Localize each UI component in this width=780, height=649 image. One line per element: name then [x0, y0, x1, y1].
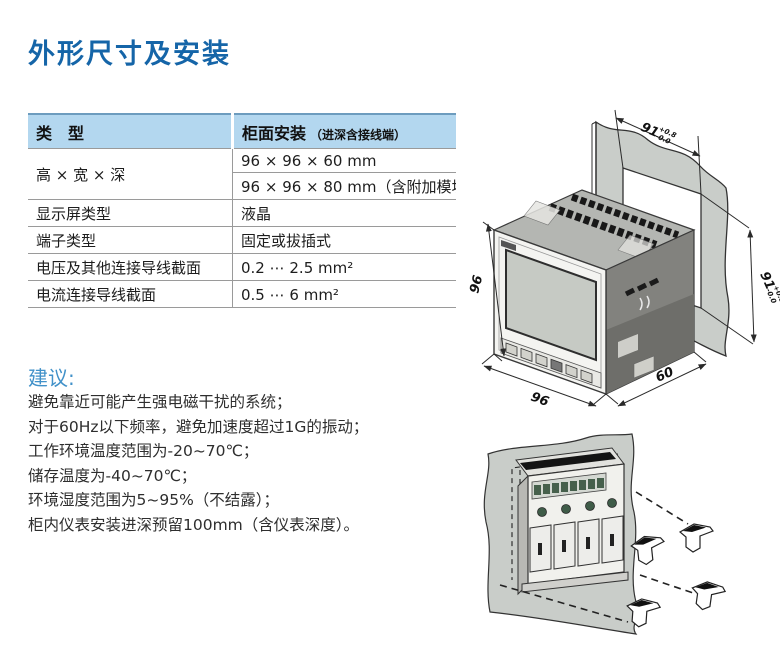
suggestion-item: 对于60Hz以下频率，避免加速度超过1G的振动； [28, 417, 369, 436]
spec-table-header-row: 类 型 柜面安装（进深含接线端） [28, 113, 456, 149]
side-vent [648, 277, 660, 287]
spec-table: 类 型 柜面安装（进深含接线端） 高 × 宽 × 深 96 × 96 × 60 … [28, 113, 456, 308]
spec-header-mount: 柜面安装（进深含接线端） [231, 113, 456, 149]
module-slots [538, 534, 614, 555]
terminal-cover-black [520, 452, 616, 470]
dimension-height: 96 [468, 221, 507, 362]
spec-header-type-label: 类 型 [36, 124, 85, 143]
mount-clip-tab [523, 200, 561, 226]
suggestion-item: 柜内仪表安装进深预留100mm（含仪表深度）。 [28, 515, 360, 534]
suggestions-list: 避免靠近可能产生强电磁干扰的系统； 对于60Hz以下频率，避免加速度超过1G的振… [28, 390, 458, 538]
mounting-clip [679, 523, 714, 553]
side-vent [636, 282, 648, 292]
dim-depth-label: 60 [654, 365, 677, 386]
table-row: 高 × 宽 × 深 96 × 96 × 60 mm [28, 148, 456, 200]
suggestion-item: 避免靠近可能产生强电磁干扰的系统； [28, 393, 292, 411]
dim-height-label: 96 [468, 274, 486, 295]
terminal-strip [570, 193, 680, 239]
panel-edge [591, 121, 597, 125]
meter-rear-side [517, 474, 529, 596]
clip-mounting-diagram [483, 433, 727, 635]
table-row: 显示屏类型 液晶 [28, 199, 456, 227]
suggestion-item: 环境湿度范围为5~95%（不结露）； [28, 491, 280, 510]
spec-label-dimensions: 高 × 宽 × 深 [28, 148, 233, 200]
spec-label-terminal: 端子类型 [28, 226, 233, 254]
table-row: 电流连接导线截面 0.5 ⋯ 6 mm² [28, 280, 456, 308]
dim-cutout-label: 91 [638, 120, 661, 141]
side-label [618, 334, 638, 358]
spec-value-voltage-wire: 0.2 ⋯ 2.5 mm² [232, 253, 456, 281]
spec-value-terminal: 固定或拔插式 [232, 226, 456, 254]
page-title: 外形尺寸及安装 [28, 39, 231, 70]
panel-mount-diagram: 96 96 60 91 +0.8 [468, 109, 780, 410]
dim-width-label: 96 [529, 390, 551, 410]
spec-label-display: 显示屏类型 [28, 199, 233, 227]
spec-label-voltage-wire: 电压及其他连接导线截面 [28, 253, 233, 281]
dimension-cutout-side: 91 +0.8 -0.0 [700, 193, 780, 345]
table-row: 电压及其他连接导线截面 0.2 ⋯ 2.5 mm² [28, 253, 456, 281]
terminal-block-row [531, 472, 607, 500]
spec-header-type: 类 型 [28, 113, 233, 149]
table-row: 96 × 96 × 80 mm（含附加模块） [28, 172, 456, 200]
dim-cutout-side-tol-plus: +0.8 [771, 284, 780, 304]
terminal-pins [534, 478, 604, 495]
front-button [520, 347, 533, 362]
side-vent [624, 287, 636, 297]
bottom-rail [521, 571, 629, 593]
dimension-width: 96 [481, 353, 607, 410]
suggestions-heading: 建议: [28, 366, 75, 390]
spec-header-mount-label: 柜面安装 [242, 124, 307, 143]
spec-value-size-60: 96 × 96 × 60 mm [232, 148, 456, 173]
clip-leader-dashed [499, 491, 697, 623]
spec-value-display: 液晶 [232, 199, 456, 227]
meter-rear [515, 447, 629, 596]
spec-header-mount-note: （进深含接线端） [310, 128, 407, 142]
spec-value-current-wire: 0.5 ⋯ 6 mm² [232, 280, 456, 308]
round-terminals [537, 498, 617, 517]
meter-isometric [492, 189, 696, 395]
spec-label-current-wire: 电流连接导线截面 [28, 280, 233, 308]
suggestion-item: 工作环境温度范围为-20~70℃； [28, 442, 259, 461]
spec-value-size-80: 96 × 96 × 80 mm（含附加模块） [232, 172, 456, 200]
dimension-depth: 60 [605, 351, 707, 407]
side-mark [639, 295, 650, 311]
dim-cutout-side-label: 91 [756, 270, 777, 293]
mounting-clip [688, 579, 727, 613]
suggestion-item: 储存温度为-40~70℃； [28, 466, 197, 485]
table-row: 端子类型 固定或拔插式 [28, 226, 456, 254]
